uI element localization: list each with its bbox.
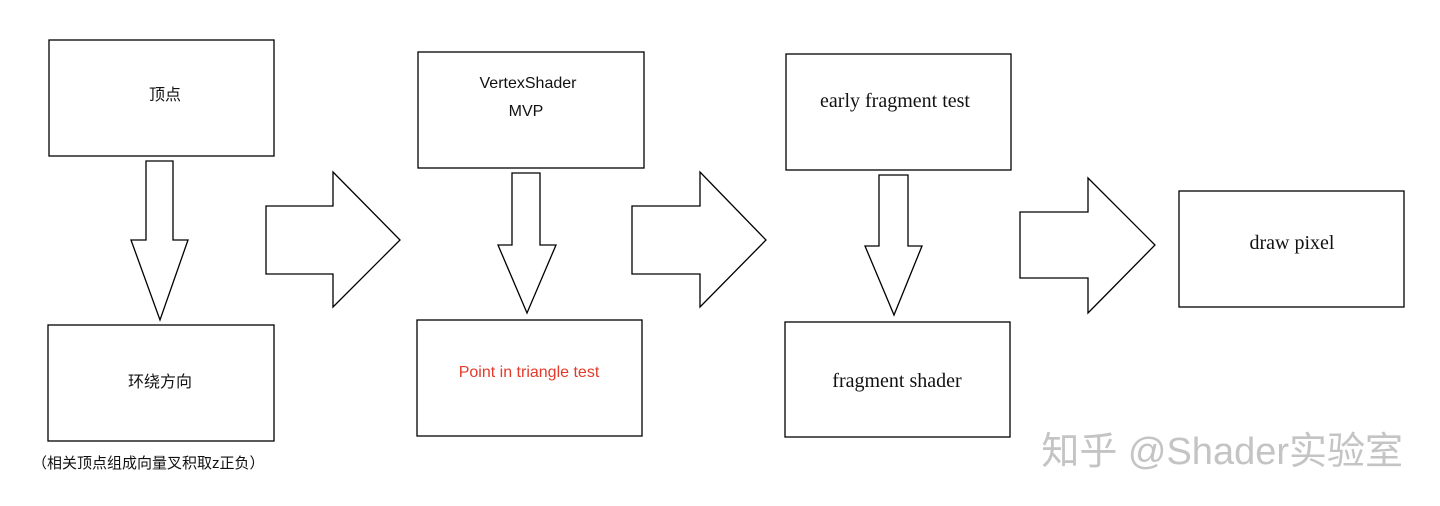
vertex-label: 顶点 xyxy=(149,86,181,104)
vertex-shader-box: VertexShader MVP xyxy=(417,51,645,169)
early-fragment-test-label: early fragment test xyxy=(820,90,970,112)
down-arrow-1 xyxy=(130,160,189,322)
fragment-shader-box: fragment shader xyxy=(784,321,1011,438)
winding-caption: （相关顶点组成向量叉积取z正负） xyxy=(32,455,265,472)
mvp-label: MVP xyxy=(509,103,544,120)
down-arrow-3 xyxy=(864,174,923,317)
draw-pixel-box: draw pixel xyxy=(1178,190,1405,308)
vertex-shader-label: VertexShader xyxy=(480,75,578,92)
draw-pixel-label: draw pixel xyxy=(1250,232,1335,254)
down-arrow-2 xyxy=(497,172,557,315)
right-arrow-2 xyxy=(631,170,767,309)
right-arrow-1 xyxy=(265,170,401,309)
fragment-shader-label: fragment shader xyxy=(832,370,962,392)
early-fragment-test-box: early fragment test xyxy=(785,53,1012,171)
point-in-triangle-label: Point in triangle test xyxy=(459,364,600,381)
winding-box: 环绕方向 xyxy=(47,324,275,442)
watermark: 知乎 @Shader实验室 xyxy=(1041,431,1403,473)
right-arrow-3 xyxy=(1019,176,1156,315)
vertex-box: 顶点 xyxy=(48,39,275,157)
point-in-triangle-box: Point in triangle test xyxy=(416,319,643,437)
winding-label: 环绕方向 xyxy=(128,373,192,391)
